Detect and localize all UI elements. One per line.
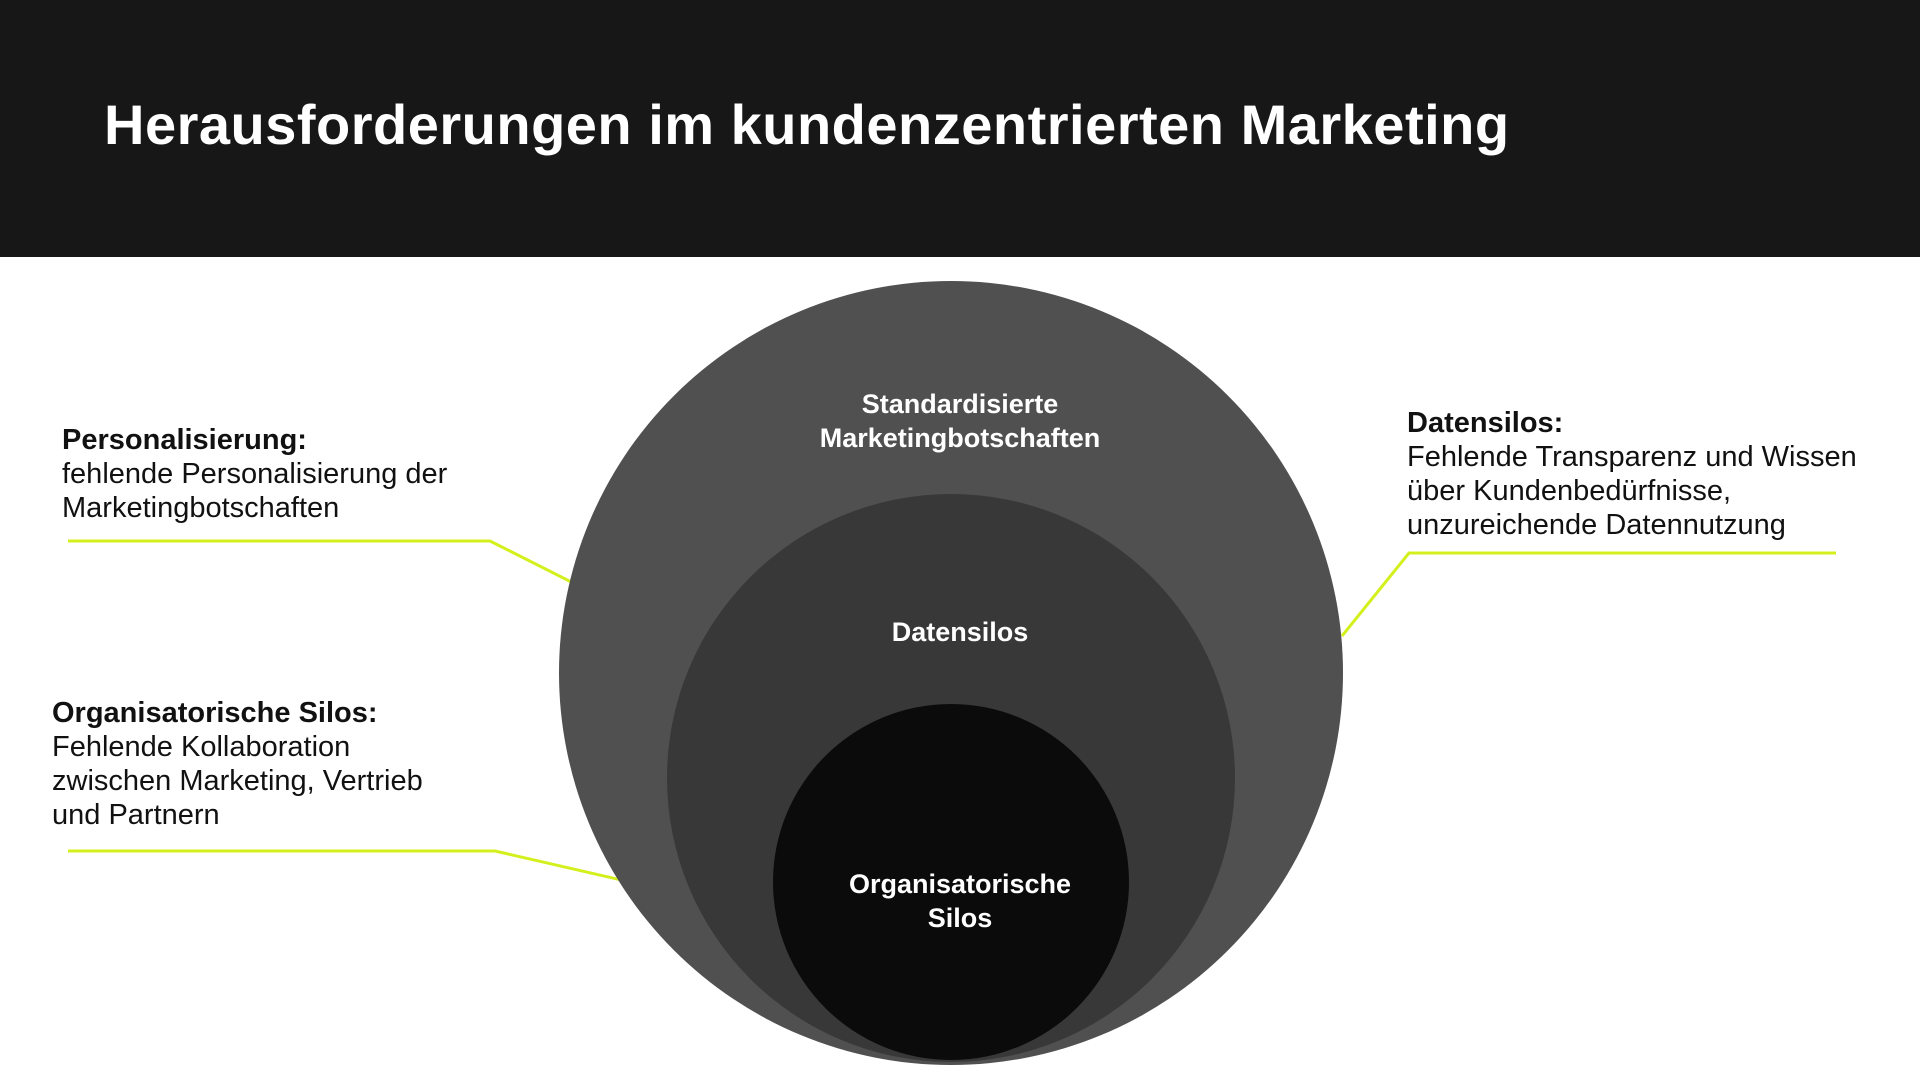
outer-circle-label-line2: Marketingbotschaften xyxy=(820,423,1101,453)
callout-title: Organisatorische Silos: xyxy=(52,697,378,729)
page-title: Herausforderungen im kundenzentrierten M… xyxy=(104,93,1510,156)
callout-text: Fehlende Transparenz und Wissen über Kun… xyxy=(1407,441,1857,541)
outer-circle-label-line1: Standardisierte xyxy=(862,389,1059,419)
inner-circle xyxy=(773,704,1129,1060)
inner-circle-label-line1: Organisatorische xyxy=(849,869,1071,899)
header-bar: Herausforderungen im kundenzentrierten M… xyxy=(0,0,1920,257)
callout-title: Datensilos: xyxy=(1407,407,1564,439)
callout-personalisierung: Personalisierung: fehlende Personalisier… xyxy=(62,423,447,525)
callout-text: fehlende Personalisierung der Marketingb… xyxy=(62,458,448,524)
callout-organisatorische-silos: Organisatorische Silos: Fehlende Kollabo… xyxy=(52,696,423,832)
callout-text: Fehlende Kollaboration zwischen Marketin… xyxy=(52,731,423,831)
middle-circle-label: Datensilos xyxy=(892,617,1029,647)
connector-line-datensilos xyxy=(1340,551,1836,637)
inner-circle-label-line2: Silos xyxy=(928,903,993,933)
callout-datensilos: Datensilos: Fehlende Transparenz und Wis… xyxy=(1407,406,1857,542)
callout-title: Personalisierung: xyxy=(62,424,307,456)
